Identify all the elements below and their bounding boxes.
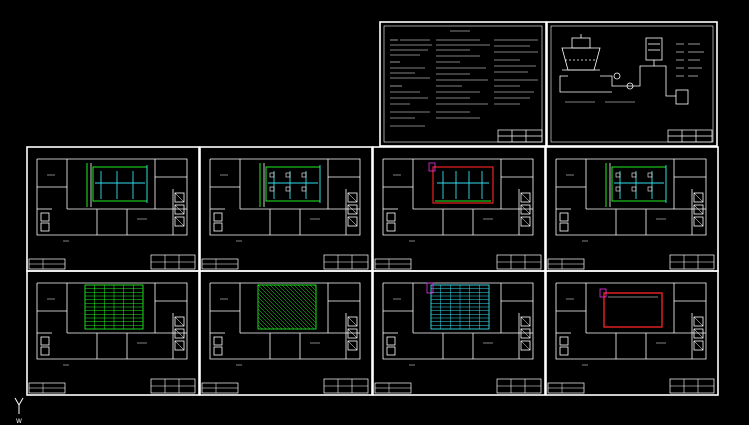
sheet-system-diagram[interactable] [546,21,718,147]
sheet-title-block [547,254,715,270]
sheet-plan-2[interactable] [199,146,373,272]
sheet-title-block [201,378,369,394]
hvac-overlay [428,162,494,204]
sheet-plan-4[interactable] [545,146,719,272]
pipe-routing [559,60,689,105]
sheet-title-block [28,378,196,394]
sheet-plan-7[interactable] [372,270,546,396]
floor-plan-walls [209,158,361,242]
sheet-title-block [374,378,542,394]
hvac-overlay [426,282,490,330]
ucs-axis-label: W [16,418,22,425]
cooling-tower-symbol [561,34,601,71]
hvac-overlay [605,163,667,207]
sheet-plan-3[interactable] [372,146,546,272]
floor-plan-walls [382,158,534,242]
floor-plan-walls [209,282,361,366]
floor-plan-sheets [26,146,719,396]
floor-plan-walls [382,282,534,366]
sheet-title-block [28,254,196,270]
hvac-overlay [259,163,321,207]
sheet-plan-8[interactable] [545,270,719,396]
floor-plan-walls [555,282,707,366]
sheet-plan-6[interactable] [199,270,373,396]
sheet-plan-5[interactable] [26,270,200,396]
floor-plan-walls [36,158,188,242]
sheet-title-block [547,378,715,394]
diagram-title-block [667,129,713,143]
hvac-overlay [86,163,148,207]
floor-plan-walls [555,158,707,242]
hvac-overlay [84,284,144,330]
hvac-overlay [599,288,663,328]
legend-list [565,43,704,103]
ucs-axis-icon [14,397,24,414]
notes-text-block [390,30,538,127]
sheet-title-block [201,254,369,270]
sheet-design-notes[interactable] [379,21,547,147]
sheet-title-block [374,254,542,270]
notes-title-block [497,129,543,143]
sheet-plan-1[interactable] [26,146,200,272]
hvac-overlay [257,284,317,330]
floor-plan-walls [36,282,188,366]
